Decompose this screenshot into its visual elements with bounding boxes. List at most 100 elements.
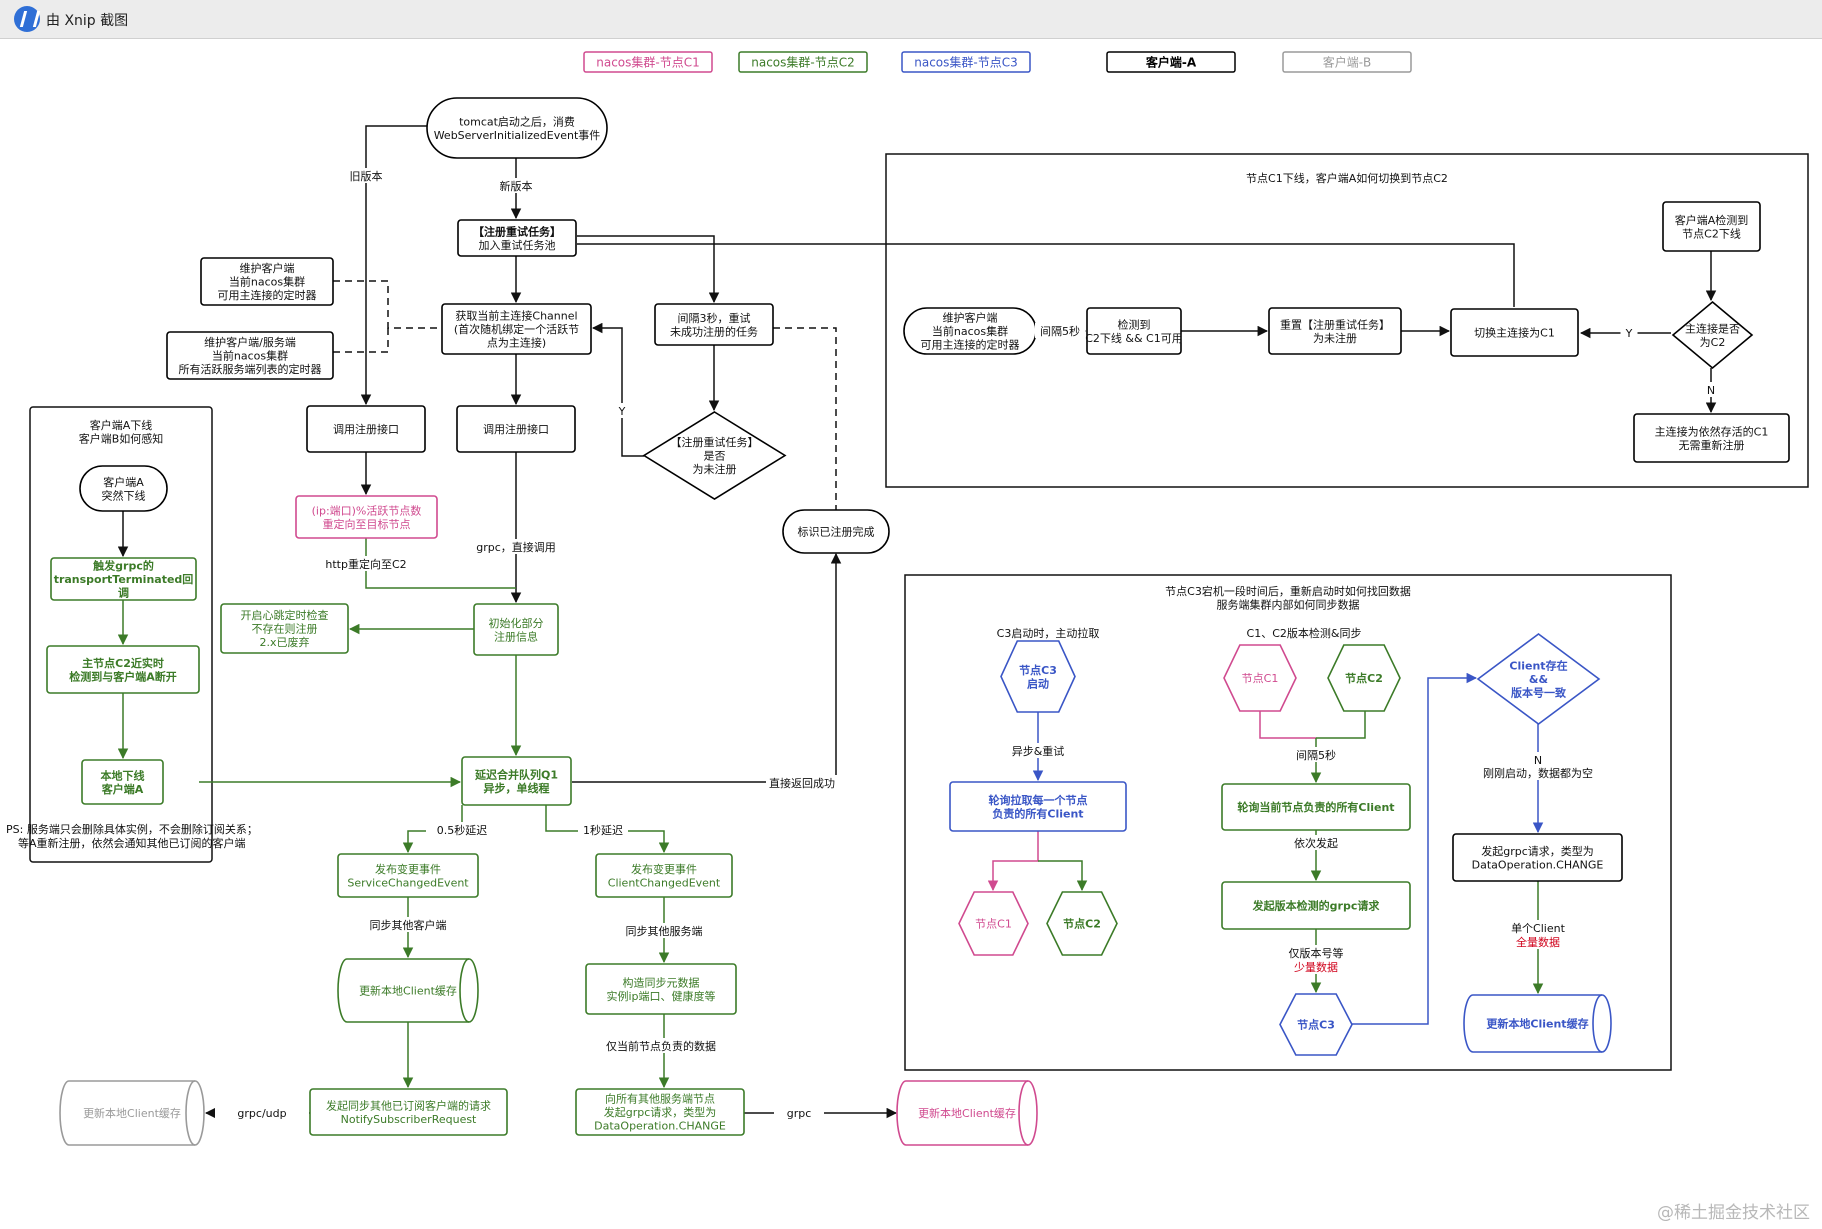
node-is-unregistered-line: 为未注册	[693, 462, 737, 476]
edge-return-success	[572, 552, 842, 783]
node-c3-pull-c1-line: 节点C1	[975, 918, 1012, 931]
edge-http-redirect	[365, 538, 516, 589]
node-c3-pull-caption: C3启动时，主动拉取	[997, 626, 1100, 640]
svg-text:nacos集群-节点C2: nacos集群-节点C2	[751, 55, 855, 70]
node-ip-mod-line: (ip:端口)%活跃节点数	[312, 503, 422, 517]
node-get-channel-line: (首次随机绑定一个活跃节	[454, 322, 579, 336]
node-register-retry: 【注册重试任务】加入重试任务池	[457, 219, 577, 257]
edge-label-in-turn: 依次发起	[1291, 835, 1341, 850]
svg-text:客户端-B: 客户端-B	[1323, 55, 1372, 70]
edge-label-y-retry: Y	[613, 403, 631, 418]
node-transport-terminated-line: 触发grpc的	[92, 559, 154, 573]
node-is-unregistered-line: 是否	[704, 450, 726, 463]
svg-text:grpc/udp: grpc/udp	[237, 1107, 286, 1120]
node-sync-to-others-line: 向所有其他服务端节点	[605, 1092, 715, 1106]
node-init-register-line: 初始化部分	[489, 616, 544, 630]
svg-text:nacos集群-节点C3: nacos集群-节点C3	[914, 55, 1018, 70]
node-call-register-old-line: 调用注册接口	[333, 422, 399, 436]
edge-label-sync-clients: 同步其他客户端	[366, 917, 450, 932]
node-c3-pull-c1: 节点C1	[958, 891, 1029, 956]
node-a-crash-line: 突然下线	[102, 488, 146, 502]
legend-item-c2: nacos集群-节点C2	[738, 51, 868, 73]
node-offline-a-line: 本地下线	[101, 768, 145, 782]
node-heartbeat-line: 2.x已废弃	[259, 635, 309, 649]
svg-text:直接返回成功: 直接返回成功	[769, 776, 835, 790]
node-ver-decision-line: 版本号一致	[1511, 686, 1567, 700]
svg-text:N: N	[1534, 754, 1542, 767]
edge-dash-serverlist	[333, 328, 389, 353]
node-c3-pull-c2: 节点C2	[1046, 891, 1118, 956]
node-sw-timer-line: 可用主连接的定时器	[921, 338, 1020, 352]
node-ver-caption: C1、C2版本检测&同步	[1247, 626, 1362, 640]
edge-retry-to-3s	[577, 235, 720, 304]
svg-text:间隔5秒: 间隔5秒	[1040, 324, 1080, 338]
node-ver-decision-line: &&	[1529, 673, 1549, 686]
node-transport-terminated-line: transportTerminated回	[54, 572, 194, 586]
svg-text:新版本: 新版本	[500, 179, 533, 193]
node-c3-poll-line: 负责的所有Client	[992, 806, 1083, 820]
node-get-channel-line: 获取当前主连接Channel	[455, 309, 577, 323]
edge-label-sync-servers: 同步其他服务端	[622, 923, 706, 938]
edge-ver-c3-decision	[1352, 672, 1478, 1025]
node-get-channel-line: 点为主连接)	[487, 337, 546, 350]
node-call-register-old: 调用注册接口	[306, 405, 426, 453]
svg-text:全量数据: 全量数据	[1516, 935, 1560, 949]
node-mark-registered-line: 标识已注册完成	[798, 525, 875, 539]
svg-text:间隔5秒: 间隔5秒	[1296, 748, 1336, 762]
frame-switch-c1-c2	[885, 153, 1809, 488]
node-update-cache-c2: 更新本地Client缓存	[337, 958, 479, 1023]
node-retry-3s-line: 间隔3秒，重试	[678, 311, 751, 325]
node-sw-keep-line: 主连接为依然存活的C1	[1655, 424, 1769, 438]
node-a-crash-line: 客户端A	[103, 475, 144, 489]
node-ver-c3: 节点C3	[1279, 993, 1353, 1056]
node-notify-subscriber-line: 发起同步其他已订阅客户端的请求	[326, 1098, 491, 1112]
node-c2-detect-line: 主节点C2近实时	[82, 656, 164, 670]
node-sync-to-others: 向所有其他服务端节点发起grpc请求，类型为DataOperation.CHAN…	[575, 1088, 745, 1136]
node-c3-title-line: 节点C3宕机一段时间后，重新启动时如何找回数据	[1165, 584, 1411, 598]
edge-label-full-data: 全量数据	[1513, 934, 1563, 949]
node-heartbeat-line: 开启心跳定时检查	[241, 608, 329, 622]
node-sync-to-others-line: DataOperation.CHANGE	[594, 1120, 726, 1133]
legend-item-c1: nacos集群-节点C1	[583, 51, 713, 73]
node-ver-c3-line: 节点C3	[1297, 1018, 1335, 1032]
svg-text:同步其他客户端: 同步其他客户端	[370, 918, 447, 932]
svg-text:仅当前节点负责的数据: 仅当前节点负责的数据	[606, 1039, 716, 1053]
node-ver-poll: 轮询当前节点负责的所有Client	[1221, 783, 1411, 831]
node-sw-decision-line: 主连接是否	[1685, 322, 1740, 335]
svg-text:N: N	[1707, 384, 1715, 397]
node-server-list-timer-line: 所有活跃服务端列表的定时器	[179, 362, 322, 376]
node-delay-queue-line: 延迟合并队列Q1	[474, 767, 558, 781]
node-is-unregistered-line: 【注册重试任务】	[671, 435, 759, 449]
ps-note-line: 等A重新注册，依然会通知其他已订阅的客户端	[18, 836, 246, 850]
edge-label-just-started: 刚刚启动，数据都为空	[1480, 765, 1596, 780]
node-ver-c2: 节点C2	[1327, 644, 1401, 712]
node-init-register-line: 注册信息	[494, 629, 538, 643]
edge-label-only-local: 仅当前节点负责的数据	[603, 1038, 719, 1053]
edge-label-new-version: 新版本	[496, 178, 536, 193]
node-ver-c1: 节点C1	[1223, 644, 1297, 712]
svg-text:Y: Y	[1625, 327, 1633, 340]
node-update-cache-b-line: 更新本地Client缓存	[83, 1106, 181, 1120]
node-ver-poll-line: 轮询当前节点负责的所有Client	[1237, 800, 1394, 814]
node-c2-detect-line: 检测到与客户端A断开	[69, 669, 177, 683]
node-sw-decision-line: 为C2	[1700, 336, 1726, 349]
edge-label-delay-05: 0.5秒延迟	[426, 822, 498, 837]
node-ver-decision-line: Client存在	[1509, 659, 1567, 673]
node-sw-reset-line: 为未注册	[1313, 331, 1357, 345]
node-sync-to-others-line: 发起grpc请求，类型为	[604, 1105, 717, 1119]
node-register-retry-line: 【注册重试任务】	[473, 224, 561, 238]
svg-text:nacos集群-节点C1: nacos集群-节点C1	[596, 55, 700, 70]
